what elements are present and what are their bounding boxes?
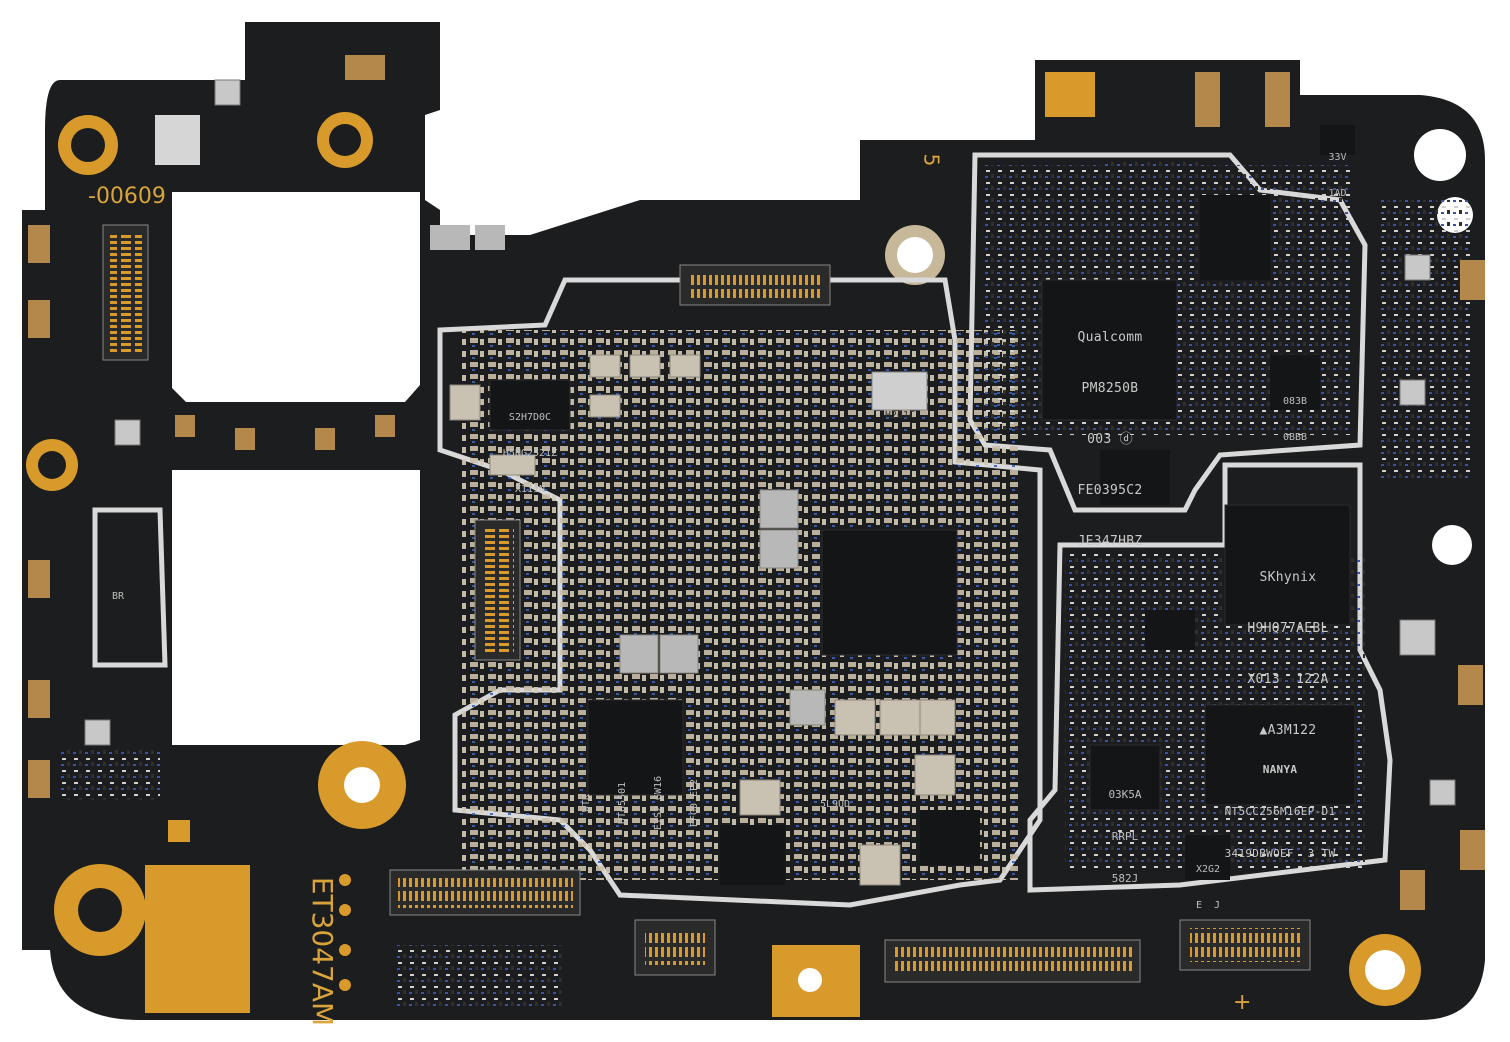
mount-hole-top-left <box>58 115 118 175</box>
misc-a-line2: 0BBB <box>1282 432 1308 443</box>
ic-small-4 <box>1145 610 1195 650</box>
misc-c-line1: 5L9UD <box>819 799 851 810</box>
ic-dram-nanya <box>1204 704 1356 806</box>
ic-pmic-qualcomm <box>1041 279 1178 421</box>
memory-small-line1: S2H7D0C <box>508 412 552 423</box>
crystal-line1: H261C <box>884 410 916 421</box>
gold-pad-small <box>168 820 190 842</box>
wtk-line4: EFG0 EP2 <box>689 778 700 828</box>
sensor-marking: 03K5A RRPL 582J <box>1092 760 1158 900</box>
shield-frame-left <box>92 507 168 668</box>
misc-a-marking: 083B 0BBB <box>1272 372 1318 456</box>
gold-clips <box>28 55 1485 910</box>
rf-connectors <box>84 79 1456 806</box>
misc-d-marking: BR <box>108 567 128 615</box>
qr-code <box>1045 72 1095 117</box>
wtk-line2: UT65501 <box>617 781 628 825</box>
gold-pad-large <box>145 865 250 1013</box>
regulator-marking: 33V 1AD <box>1320 128 1355 212</box>
misc-b-line2: E J <box>1195 900 1221 911</box>
flash-line2: H9HQ77AEBL <box>1247 621 1329 636</box>
dram-line2: NT5CC256M16EP-D1 <box>1224 805 1336 818</box>
crystal <box>871 371 928 411</box>
wtk-marking: WTK UT65501 EYS2 GW16 EFG0 EP2 <box>557 758 713 848</box>
shield-frame-memory <box>1027 462 1393 893</box>
memory-small-line2: H5NG2521Z <box>502 448 558 459</box>
flash-line3: X013 122A <box>1247 672 1329 687</box>
pmic-marking: Qualcomm PM8250B 003 ⓓ FE0395C2 JE347HBZ <box>1046 295 1174 567</box>
ic-wtk <box>587 699 684 796</box>
flash-line4: ▲A3M122 <box>1259 723 1317 738</box>
connector-bottom-center <box>884 939 1141 983</box>
misc-b-line1: X2G2 <box>1195 864 1221 875</box>
cutout-bottom <box>172 470 420 745</box>
regulator-line1: 33V <box>1328 152 1347 163</box>
mount-hole-top-center <box>317 112 373 168</box>
component-field-right <box>1380 200 1470 480</box>
ic-small-5 <box>720 825 785 885</box>
ic-main-soc <box>821 529 958 656</box>
mount-hole-left-mid <box>26 439 78 491</box>
pmic-line2: PM8250B <box>1081 381 1139 396</box>
sensor-line1: 03K5A <box>1108 788 1142 801</box>
ic-small-8 <box>1185 835 1230 880</box>
ic-small-3 <box>1270 355 1320 410</box>
connector-top <box>679 264 831 306</box>
connector-bottom-small <box>634 919 716 976</box>
sensor-line3: 582J <box>1111 872 1139 885</box>
memory-small-marking: S2H7D0C H5NG2521Z X111N <box>492 388 568 508</box>
flash-line1: SKhynix <box>1259 570 1317 585</box>
inductors <box>449 354 956 886</box>
mount-hole-bottom-left <box>54 864 146 956</box>
ic-small-2 <box>1100 450 1170 505</box>
silk-marker-5: 5 <box>919 153 944 167</box>
pmic-line5: JE347HBZ <box>1077 534 1143 549</box>
component-field-left <box>60 750 160 800</box>
pmic-line1: Qualcomm <box>1077 330 1143 345</box>
dram-line3: 3419DBWOEF 3 TW <box>1224 847 1336 860</box>
ic-flash-skhynix <box>1224 504 1351 626</box>
misc-c-marking: 5L9UD <box>815 775 855 823</box>
mount-hole-bottom-center <box>318 741 406 829</box>
cutout-top <box>172 192 420 402</box>
silk-board-id: ET3047AM <box>306 876 340 1027</box>
dram-marking: NANYA NT5CC256M16EP-D1 3419DBWOEF 3 TW <box>1205 735 1355 875</box>
mount-hole-bottom-right <box>1349 934 1421 1006</box>
mount-hole-pmic <box>885 225 945 285</box>
silk-plus-mark: + <box>1233 990 1252 1015</box>
ic-sensor <box>1089 744 1161 811</box>
misc-b-marking: X2G2 E J <box>1186 840 1230 924</box>
component-field-right-mid <box>1105 160 1200 240</box>
wtk-line1: WTK <box>581 793 592 813</box>
connector-bottom-left <box>389 869 581 916</box>
misc-d-line1: BR <box>111 591 125 602</box>
test-points <box>339 874 351 991</box>
flash-marking: SKhynix H9HQ77AEBL X013 122A ▲A3M122 <box>1228 535 1348 756</box>
ic-small-1 <box>1200 195 1270 280</box>
sensor-line2: RRPL <box>1111 830 1139 843</box>
misc-a-line1: 083B <box>1282 396 1308 407</box>
pmic-line4: FE0395C2 <box>1077 483 1143 498</box>
memory-small-line3: X111N <box>514 484 546 495</box>
regulator-line2: 1AD <box>1328 188 1347 199</box>
dram-line1: NANYA <box>1262 763 1298 776</box>
crystal-marking: H261C <box>874 386 926 434</box>
ic-small-6 <box>920 810 980 865</box>
pmic-line3: 003 ⓓ <box>1087 432 1133 447</box>
wtk-line3: EYS2 GW16 <box>653 775 664 831</box>
silk-top-left-code: -00609 <box>88 184 166 209</box>
ic-small-7 <box>1320 125 1355 155</box>
connector-bottom-right <box>1179 919 1311 971</box>
connector-mid-vertical <box>474 519 521 661</box>
component-field-bottom <box>395 945 565 1010</box>
ic-memory-small <box>489 379 571 431</box>
connector-left-vertical <box>102 224 149 361</box>
